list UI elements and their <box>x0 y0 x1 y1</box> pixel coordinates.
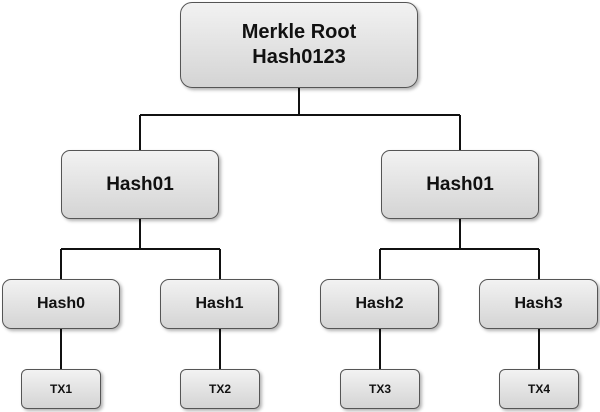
hash-node-right: Hash01 <box>381 150 539 219</box>
tx-node-1: TX1 <box>21 369 101 409</box>
tx-node-4: TX4 <box>499 369 579 409</box>
tx-node-2: TX2 <box>180 369 260 409</box>
root-hash: Hash0123 <box>252 46 346 68</box>
connector-root <box>139 88 461 150</box>
connector-left <box>60 219 221 279</box>
tx-node-3: TX3 <box>340 369 420 409</box>
hash-node-0: Hash0 <box>2 279 120 329</box>
hash-node-1: Hash1 <box>160 279 279 329</box>
hash-node-3: Hash3 <box>479 279 598 329</box>
hash-node-2: Hash2 <box>320 279 439 329</box>
hash-node-left: Hash01 <box>61 150 219 219</box>
connector-tx <box>60 329 540 369</box>
connector-right <box>379 219 540 279</box>
root-title: Merkle Root <box>241 21 357 43</box>
